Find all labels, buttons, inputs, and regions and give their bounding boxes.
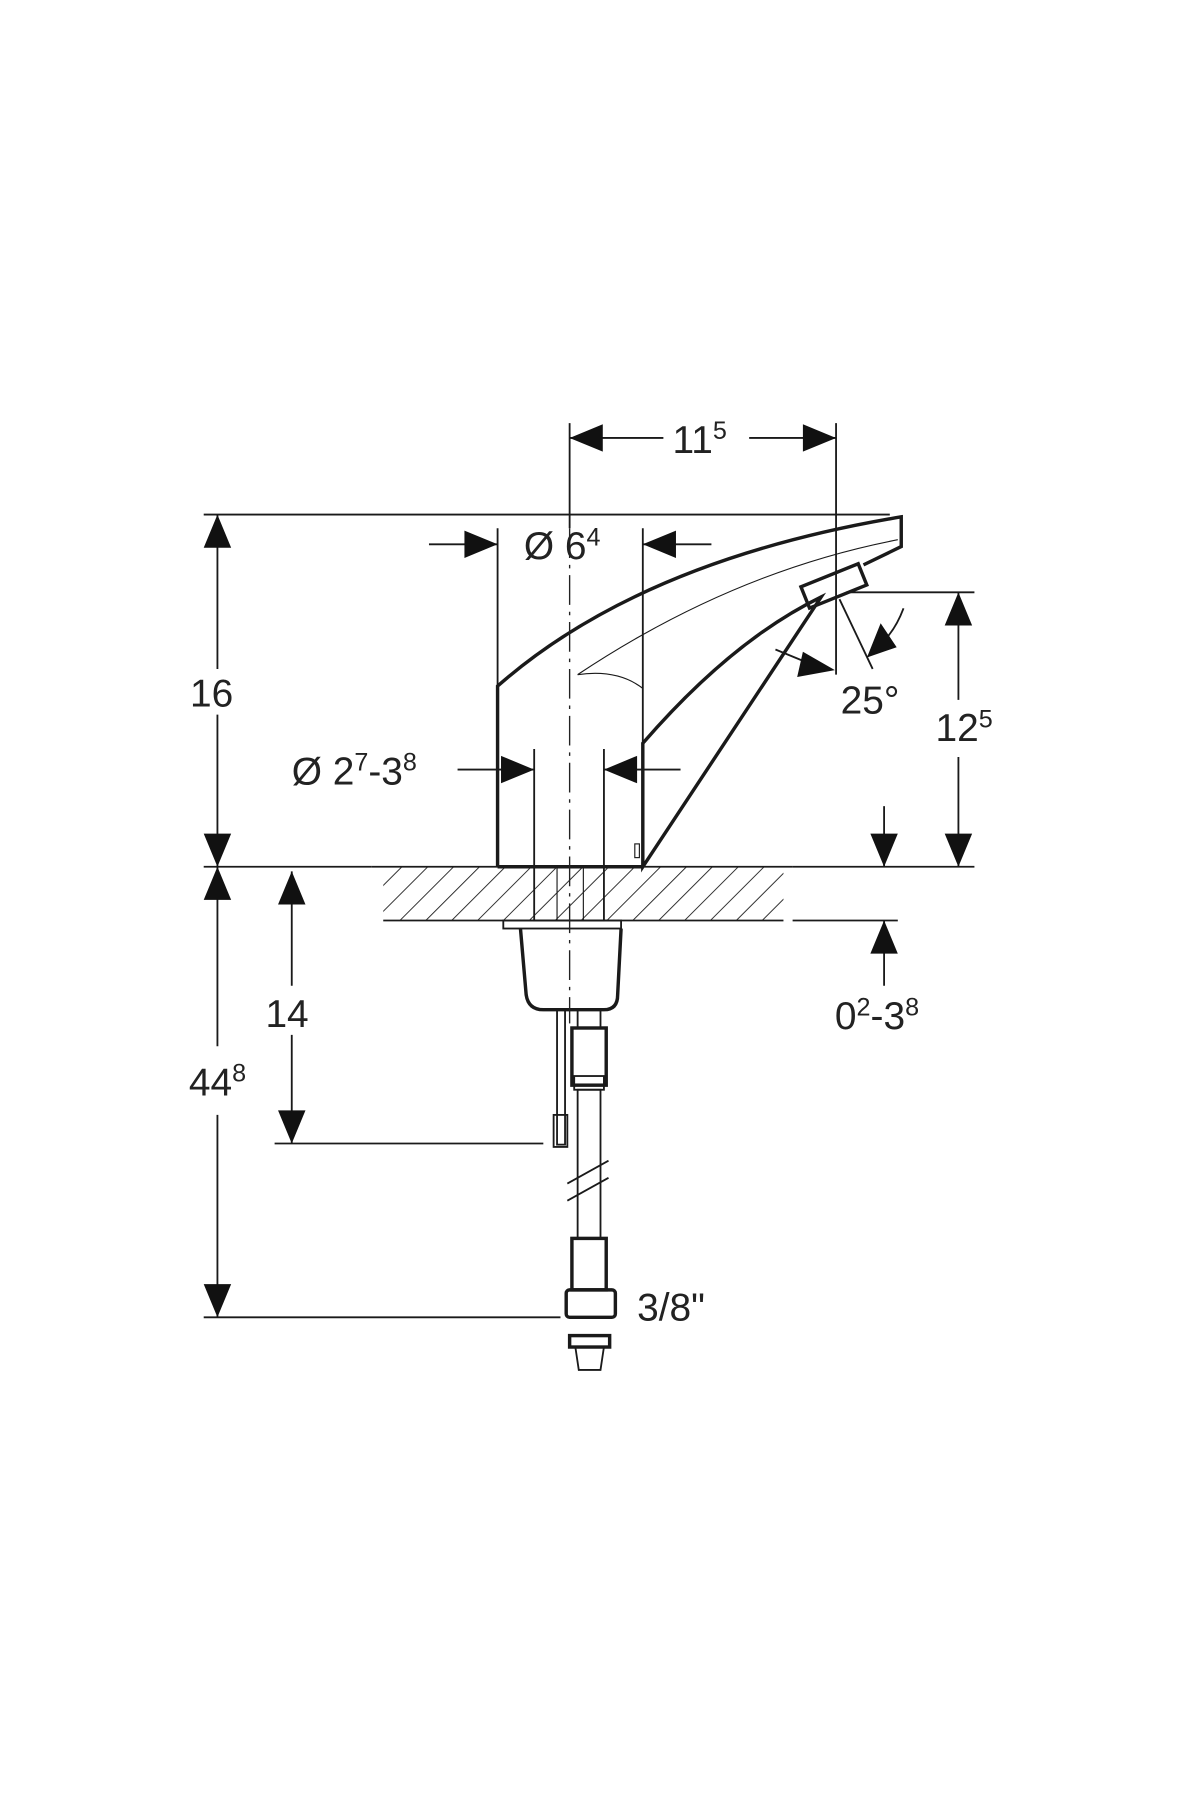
- dim-hole-diameter: Ø 27-38: [292, 749, 417, 794]
- dim-connection-thread: 3/8": [637, 1287, 705, 1330]
- dim-below-deck-cable: 14: [265, 993, 308, 1036]
- spray-nozzle: [798, 561, 869, 611]
- dimension-arrows: [203, 424, 973, 1318]
- dim-deck-thickness: 02-38: [835, 993, 919, 1038]
- dim-outlet-height: 125: [936, 705, 993, 750]
- deck-slab: [371, 865, 793, 922]
- faucet-body: [495, 514, 903, 873]
- dim-spout-reach: 115: [673, 417, 727, 462]
- reference-lines: [203, 423, 975, 1319]
- dim-below-deck-hose: 448: [189, 1060, 246, 1105]
- below-deck-assembly: [502, 919, 623, 1371]
- dim-height-total: 16: [190, 673, 233, 716]
- dim-body-diameter: Ø 64: [524, 523, 601, 568]
- dim-spray-angle: 25°: [841, 680, 900, 723]
